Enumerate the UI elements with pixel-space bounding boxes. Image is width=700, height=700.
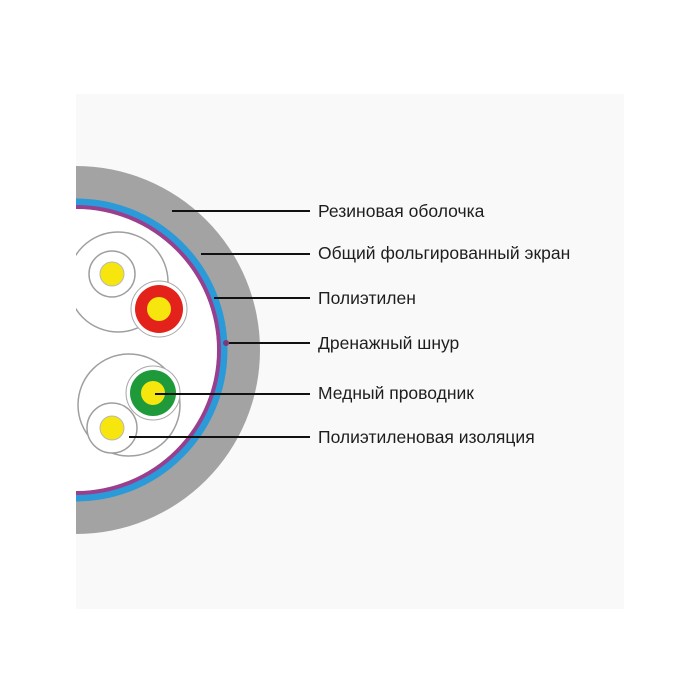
- label-foil-screen: Общий фольгированный экран: [318, 243, 571, 263]
- label-copper-conductor: Медный проводник: [318, 383, 474, 403]
- wire-top-left-conductor: [99, 261, 125, 287]
- wire-red-conductor: [147, 297, 171, 321]
- wire-bottom-left-conductor: [99, 415, 125, 441]
- label-outer-sheath: Резиновая оболочка: [318, 201, 485, 221]
- polyethylene-layer: [76, 205, 221, 495]
- label-drain-wire: Дренажный шнур: [318, 333, 460, 353]
- wire-green-conductor: [141, 381, 165, 405]
- label-polyethylene: Полиэтилен: [318, 288, 416, 308]
- drain-wire-dot: [223, 340, 229, 346]
- label-pe-insulation: Полиэтиленовая изоляция: [318, 427, 535, 447]
- foil-screen-layer: [76, 198, 228, 502]
